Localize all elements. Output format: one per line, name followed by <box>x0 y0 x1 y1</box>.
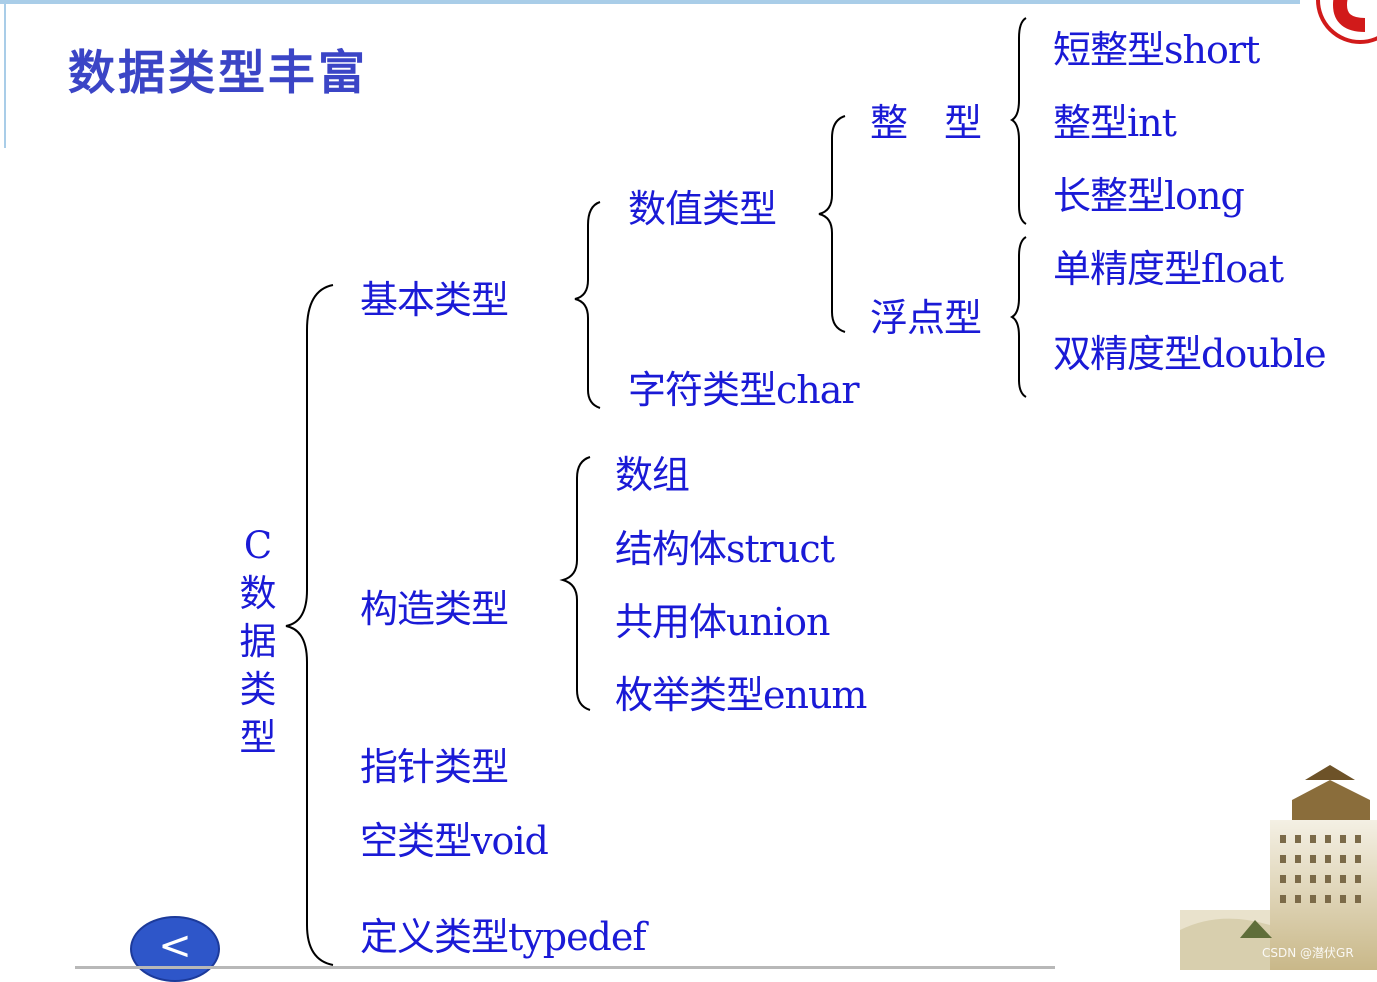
brace-root <box>285 284 334 966</box>
node-void-type: 空类型void <box>360 819 549 863</box>
brace-float <box>1009 236 1027 398</box>
node-double: 双精度型double <box>1053 332 1327 376</box>
node-char-type: 字符类型char <box>628 368 860 412</box>
node-array: 数组 <box>615 453 690 497</box>
campus-building-image <box>1180 765 1377 970</box>
node-enum: 枚举类型enum <box>615 673 867 717</box>
node-float-type: 浮点型 <box>870 296 982 340</box>
node-struct: 结构体struct <box>615 527 835 571</box>
node-numeric-types: 数值类型 <box>628 187 777 231</box>
node-int: 整型int <box>1053 101 1177 145</box>
node-typedef: 定义类型typedef <box>360 915 646 959</box>
watermark: CSDN @潜伏GR <box>1262 946 1354 960</box>
brace-integer <box>1009 17 1027 225</box>
root-node-c-data-types: C数据类型 <box>239 524 277 759</box>
node-constructed-types: 构造类型 <box>360 587 509 631</box>
brace-numeric <box>818 115 846 333</box>
node-union: 共用体union <box>615 600 830 644</box>
node-short: 短整型short <box>1053 28 1260 72</box>
node-long: 长整型long <box>1053 174 1245 218</box>
brace-basic <box>574 201 601 409</box>
node-basic-types: 基本类型 <box>360 278 509 322</box>
slide-title: 数据类型丰富 <box>68 46 368 101</box>
school-logo-icon <box>1316 0 1377 44</box>
top-accent-bar <box>0 0 1300 4</box>
node-float: 单精度型float <box>1053 247 1284 291</box>
node-integer-type: 整 型 <box>870 101 982 145</box>
previous-slide-button[interactable]: < <box>130 916 220 982</box>
brace-construct <box>559 456 591 711</box>
footer-line <box>75 966 1055 969</box>
node-pointer-type: 指针类型 <box>360 745 509 789</box>
left-accent-bar <box>4 0 6 148</box>
